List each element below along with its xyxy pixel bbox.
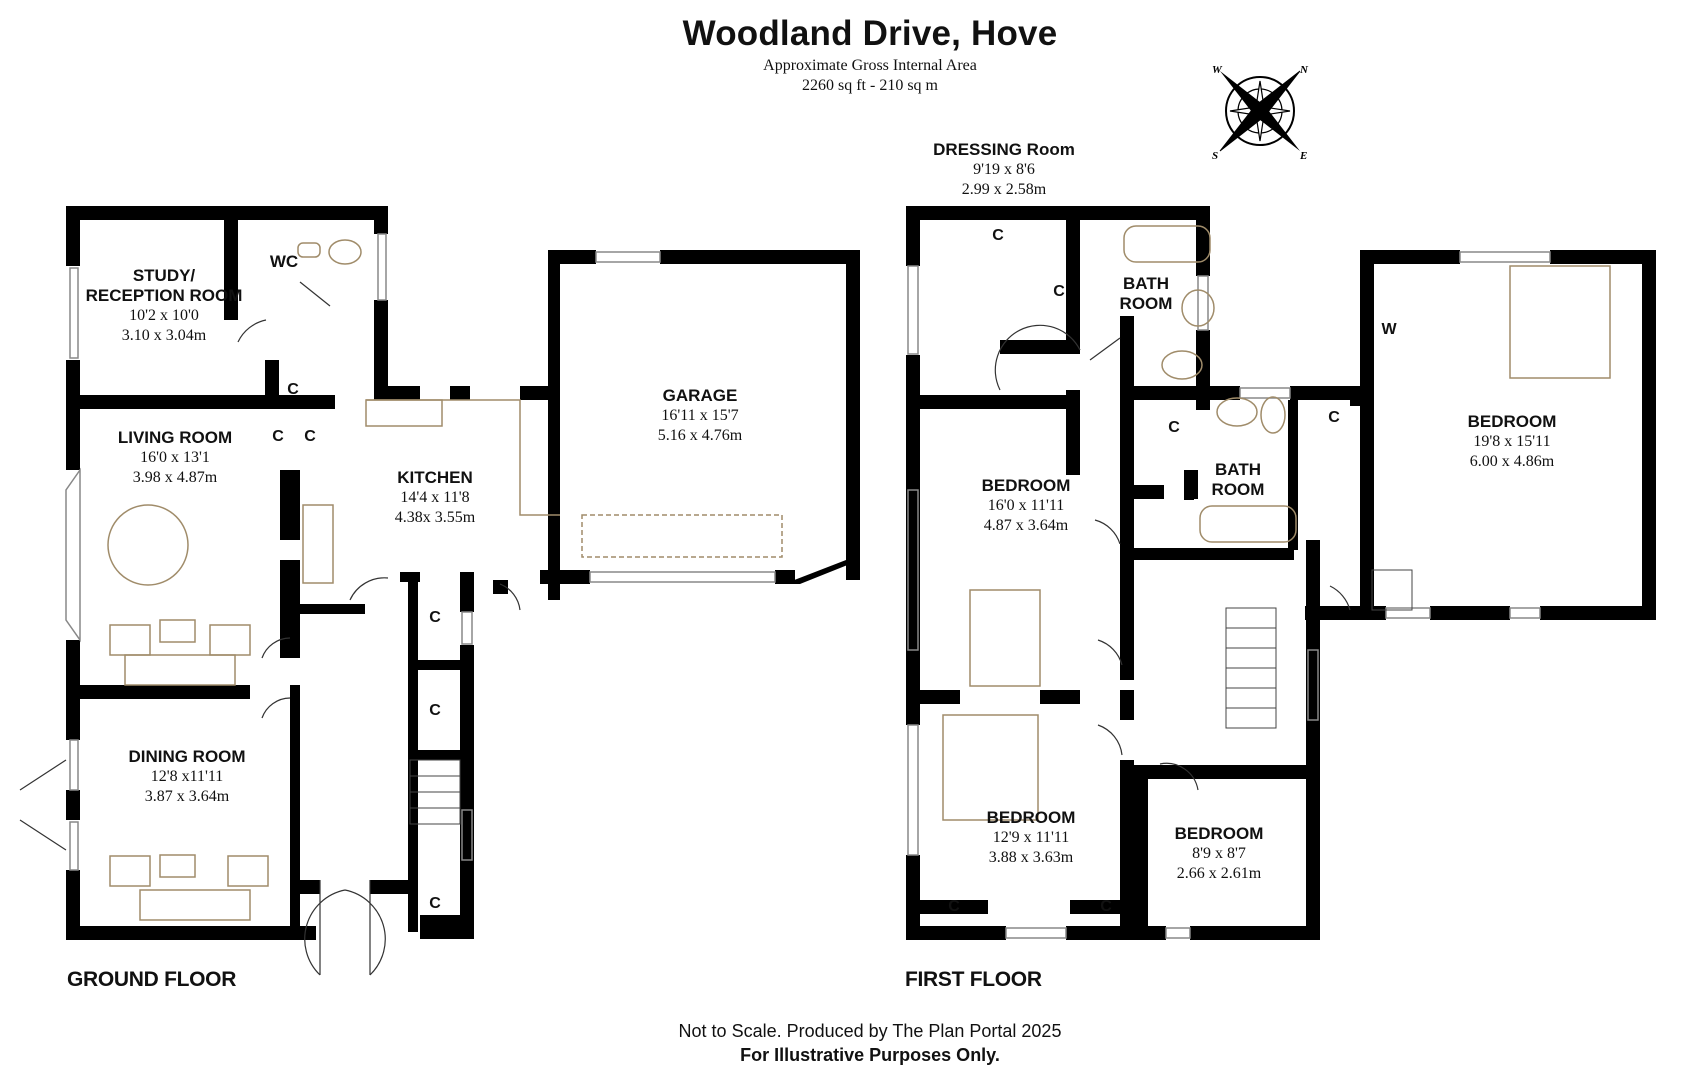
fixtures [107, 225, 1611, 921]
room-bath-2: BATH ROOM [1211, 460, 1265, 499]
room-dining: DINING ROOM 12'8 x11'11 3.87 x 3.64m [128, 747, 246, 805]
room-living: LIVING ROOM 16'0 x 13'1 3.98 x 4.87m [117, 428, 233, 486]
room-study: STUDY/ RECEPTION ROOM 10'2 x 10'0 3.10 x… [85, 266, 243, 344]
svg-text:W: W [1212, 64, 1223, 76]
cupboard-label: C [287, 381, 299, 398]
area-caption: Approximate Gross Internal Area [763, 57, 977, 74]
cupboard-label: C [948, 898, 960, 915]
cupboard-label: C [429, 609, 441, 626]
room-wc: WC [269, 252, 299, 271]
room-dressing: DRESSING Room 9'19 x 8'6 2.99 x 2.58m [933, 140, 1075, 198]
cupboard-label: C [1053, 283, 1065, 300]
area-value: 2260 sq ft - 210 sq m [802, 77, 938, 94]
ground-floor-walls [66, 206, 860, 940]
wardrobe-label: W [1381, 321, 1397, 338]
svg-text:S: S [1212, 150, 1218, 162]
cupboard-label: C [272, 428, 284, 445]
first-floor-walls [906, 206, 1656, 940]
room-bedroom-4: BEDROOM 8'9 x 8'7 2.66 x 2.61m [1174, 824, 1264, 882]
disclaimer-scale: Not to Scale. Produced by The Plan Porta… [678, 1021, 1062, 1041]
first-floor-label: FIRST FLOOR [905, 968, 1042, 991]
ground-floor-label: GROUND FLOOR [67, 968, 237, 991]
room-bath-1: BATH ROOM [1119, 274, 1173, 313]
stairs-icon [409, 569, 1413, 825]
disclaimer-illustrative: For Illustrative Purposes Only. [740, 1045, 1000, 1065]
cupboard-label: C [1328, 409, 1340, 426]
cupboard-label: C [429, 702, 441, 719]
room-bedroom-main: BEDROOM 19'8 x 15'11 6.00 x 4.86m [1467, 412, 1557, 470]
svg-text:N: N [1299, 64, 1309, 76]
room-kitchen: KITCHEN 14'4 x 11'8 4.38x 3.55m [394, 468, 476, 526]
room-bedroom-3: BEDROOM 12'9 x 11'11 3.88 x 3.63m [986, 808, 1076, 866]
doors [19, 281, 1351, 976]
cupboard-label: C [1100, 898, 1112, 915]
cupboard-label: C [992, 227, 1004, 244]
compass-rose-icon: W N S E [1212, 64, 1309, 162]
svg-text:E: E [1299, 150, 1307, 162]
cupboard-label: C [1168, 419, 1180, 436]
plan-title: Woodland Drive, Hove [682, 14, 1058, 53]
room-bedroom-2: BEDROOM 16'0 x 11'11 4.87 x 3.64m [981, 476, 1071, 534]
cupboard-label: C [304, 428, 316, 445]
room-garage: GARAGE 16'11 x 15'7 5.16 x 4.76m [657, 386, 743, 444]
cupboard-label: C [429, 895, 441, 912]
windows [65, 233, 1551, 939]
